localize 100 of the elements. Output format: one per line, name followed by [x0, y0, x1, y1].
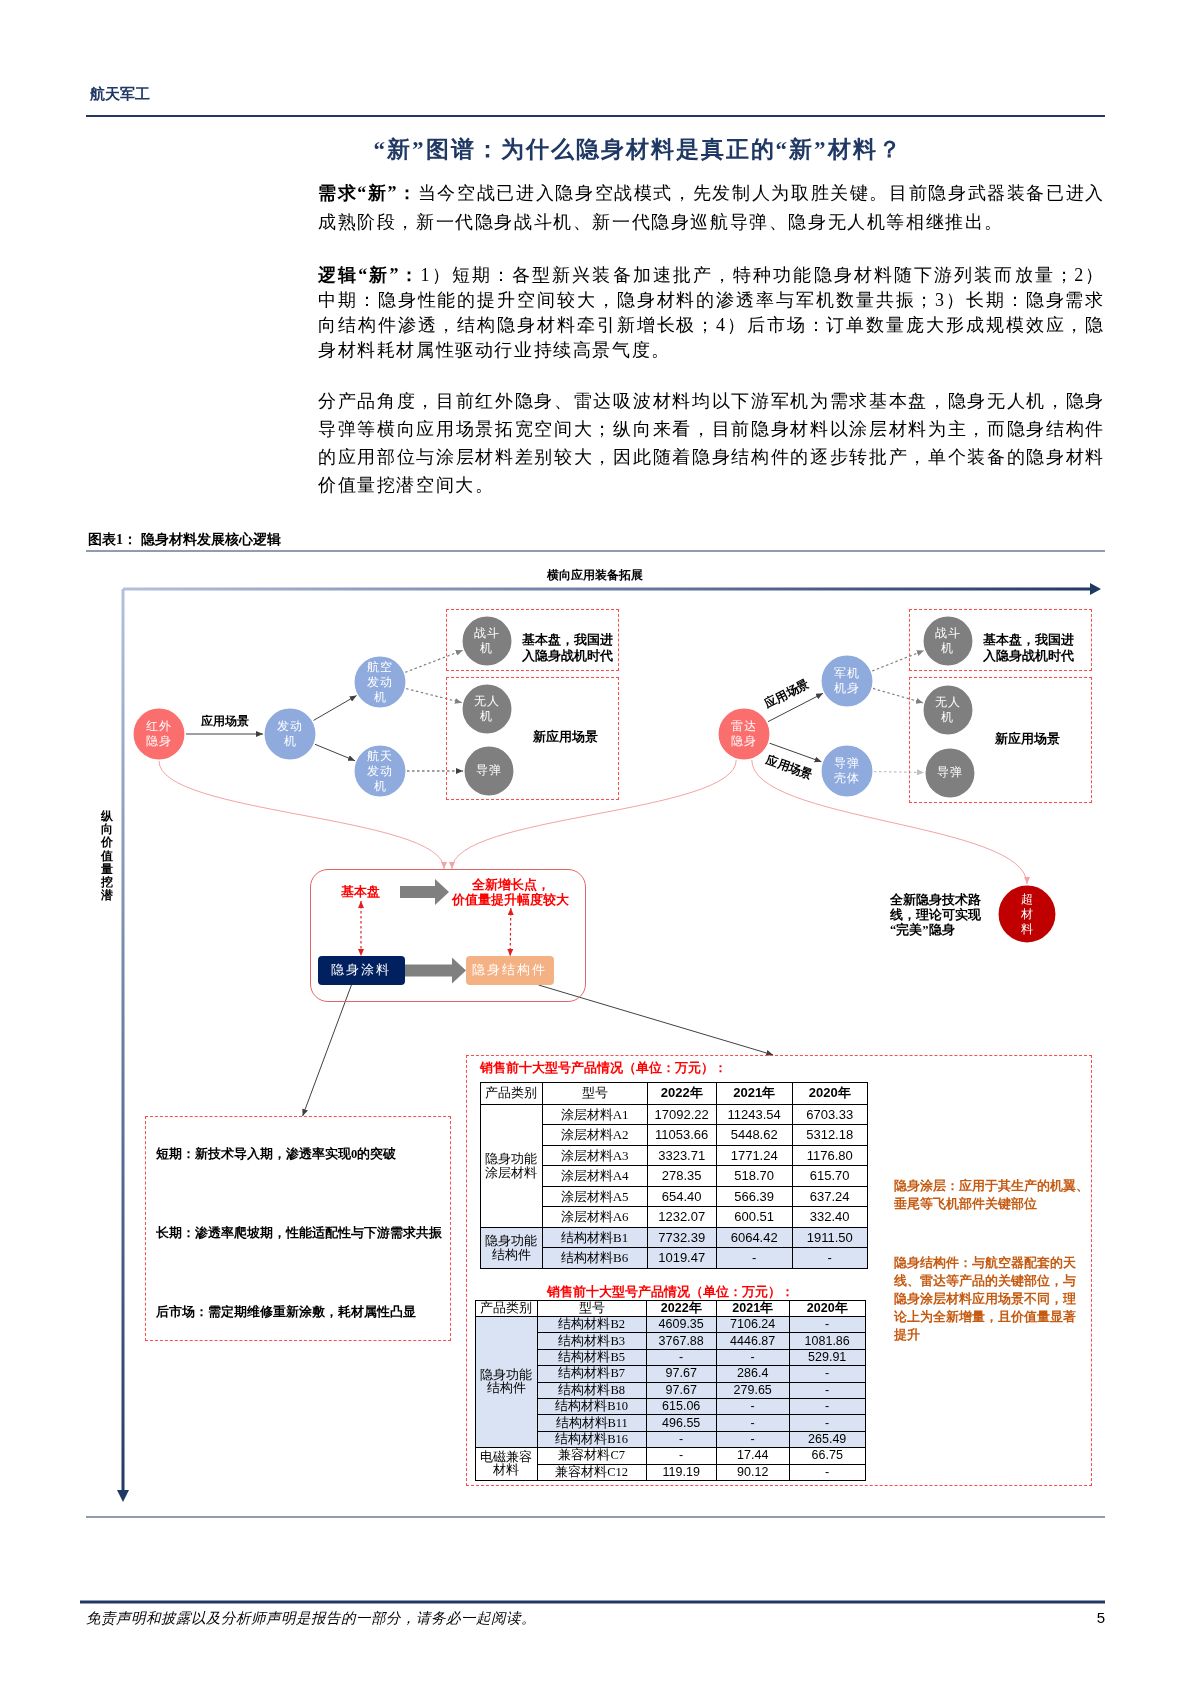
table-title: 销售前十大型号产品情况（单位：万元）：: [546, 1284, 794, 1299]
table-cell: 600.51: [716, 1206, 793, 1228]
table-cell: 654.40: [647, 1186, 717, 1207]
frame-text: 新应用场景: [533, 729, 598, 745]
circle-node: [460, 614, 513, 667]
dashed-frame: [466, 1055, 1092, 1486]
figure-caption: 图表1： 隐身材料发展核心逻辑: [88, 531, 281, 549]
paragraph: 逻辑“新”：1）短期：各型新兴装备加速批产，特种功能隐身材料随下游列装而放量；2）中期：隐身性能的提升空间较大，隐身材料的渗透率与军机数量共振；3）长期：隐身需求向结构件渗透，结构隐身材料牵引新增长极；4）后市场：订单数量庞大形成规模效应，隐身材料耗材属性驱动行业持续高景气度。: [318, 264, 1105, 362]
arrow: [185, 731, 264, 737]
process-box: 隐身涂料: [317, 955, 405, 985]
table-header-cell: 型号: [537, 1300, 647, 1317]
circle-node: [263, 707, 317, 761]
table-header-cell: 2022年: [646, 1300, 717, 1317]
rounded-frame: [310, 869, 586, 1002]
arrow: [871, 649, 925, 672]
table-cell: 涂层材料A2: [542, 1124, 648, 1146]
paragraph: 需求“新”：当今空战已进入隐身空战模式，先发制人为取胜关键。目前隐身武器装备已进入成熟阶段，新一代隐身战斗机、新一代隐身巡航导弹、隐身无人机等相继推出。: [318, 182, 1105, 234]
table-cell: -: [789, 1464, 866, 1481]
dashed-frame: [909, 677, 1092, 803]
table-cell: 电磁兼容材料: [475, 1447, 538, 1481]
table-cell: 兼容材料C7: [537, 1447, 647, 1465]
node-label: 战斗机: [933, 625, 962, 656]
node-label: 超材料: [1019, 891, 1035, 937]
frame-text: 短期：新技术导入期，渗透率实现0的突破: [156, 1146, 397, 1162]
frame-text: 长期：渗透率爬坡期，性能适配性与下游需求共振: [156, 1225, 442, 1241]
table-header-cell: 2021年: [716, 1082, 793, 1105]
table-cell: 5312.18: [792, 1124, 868, 1146]
table-cell: 1176.80: [792, 1145, 868, 1166]
dashed-frame: [909, 609, 1092, 671]
circle-node: [820, 654, 874, 708]
highlight-text: 基本盘: [321, 883, 400, 901]
table-cell: 1771.24: [716, 1145, 793, 1166]
table-cell: 66.75: [789, 1447, 866, 1465]
table-cell: 涂层材料A6: [542, 1206, 648, 1228]
arrow: [768, 742, 823, 763]
circle-node: [923, 746, 976, 799]
frame-text: 基本盘，我国进入隐身战机时代: [522, 632, 614, 664]
table-cell: 637.24: [792, 1186, 868, 1207]
node-label: 无人机: [472, 693, 501, 724]
table-cell: 17092.22: [647, 1104, 717, 1125]
table-cell: 6703.33: [792, 1104, 868, 1125]
node-label: 军机机身: [833, 666, 861, 696]
node-label: 航空发动机: [366, 659, 394, 705]
node-label: 红外隐身: [145, 719, 173, 749]
curved-arrow: [751, 759, 1028, 885]
table-cell: -: [646, 1447, 717, 1465]
table-header-cell: 2022年: [647, 1082, 717, 1105]
table-cell: 涂层材料A4: [542, 1165, 648, 1187]
node-label: 无人机: [933, 694, 962, 725]
arrow: [538, 984, 774, 1056]
block-arrow: [400, 879, 449, 905]
table-cell: 518.70: [716, 1165, 793, 1187]
arrow: [767, 692, 824, 723]
edge-label: 应用场景: [198, 713, 251, 729]
table-cell: 涂层材料A3: [542, 1145, 648, 1166]
double-arrow: [507, 907, 514, 957]
dashed-frame: [446, 609, 619, 671]
circle-node: [460, 682, 513, 735]
arrow: [405, 688, 463, 704]
frame-text: 新应用场景: [995, 731, 1060, 747]
curved-arrow: [451, 759, 737, 870]
circle-node: [921, 614, 974, 667]
arrow: [314, 743, 356, 762]
arrow: [404, 649, 464, 673]
table-cell: 11243.54: [716, 1104, 793, 1125]
table-cell: 涂层材料A1: [542, 1104, 648, 1125]
table-header-cell: 型号: [542, 1082, 648, 1105]
node-label: 导弹: [474, 763, 503, 779]
table-header-cell: 2020年: [792, 1082, 868, 1105]
table-cell: 119.19: [646, 1464, 717, 1481]
double-arrow: [358, 900, 364, 957]
table-cell: 11053.66: [647, 1124, 717, 1146]
arrow: [872, 687, 924, 704]
frame-text: 后市场：需定期维修重新涂敷，耗材属性凸显: [156, 1304, 416, 1320]
arrow: [302, 984, 352, 1117]
curved-arrow: [158, 760, 445, 870]
table-header-cell: 2020年: [789, 1300, 866, 1317]
table-cell: 615.70: [792, 1165, 868, 1187]
table-cell: 3323.71: [647, 1145, 717, 1166]
table-cell: 隐身功能涂层材料: [480, 1104, 543, 1228]
table-header-cell: 2021年: [716, 1300, 790, 1317]
frame-text: 基本盘，我国进入隐身战机时代: [983, 632, 1075, 664]
circle-node: [820, 744, 874, 798]
node-label: 导弹壳体: [833, 756, 861, 786]
node-label: 雷达隐身: [730, 719, 758, 749]
table-cell: 1232.07: [647, 1206, 717, 1228]
paragraph: 分产品角度，目前红外隐身、雷达吸波材料均以下游军机为需求基本盘，隐身无人机，隐身导弹等横向应用场景拓宽空间大；纵向来看，目前隐身材料以涂层材料为主，而隐身结构件的应用部位与涂层材料差别较大，因此随着隐身结构件的逐步转批产，单个装备的隐身材料价值量挖潜空间大。: [318, 390, 1105, 497]
table-cell: 332.40: [792, 1206, 868, 1228]
table-cell: 隐身功能结构件: [480, 1227, 543, 1269]
highlight-text: 全新增长点，价值量提升幅度较大: [448, 876, 573, 908]
node-label: 战斗机: [472, 625, 501, 656]
table-cell: 278.35: [647, 1165, 717, 1187]
note-text: 隐身结构件：与航空器配套的天线、雷达等产品的关键部位，与隐身涂层材料应用场景不同，理论上为全新增量，且价值量显著提升: [894, 1255, 1076, 1344]
circle-node: [921, 683, 974, 736]
table-cell: 90.12: [716, 1464, 790, 1481]
disclaimer-text: 免责声明和披露以及分析师声明是报告的一部分，请务必一起阅读。: [86, 1609, 536, 1627]
table-cell: 涂层材料A5: [542, 1186, 648, 1207]
node-label: 航天发动机: [366, 748, 394, 794]
circle-node: [353, 744, 407, 798]
node-label: 发动机: [276, 719, 304, 749]
